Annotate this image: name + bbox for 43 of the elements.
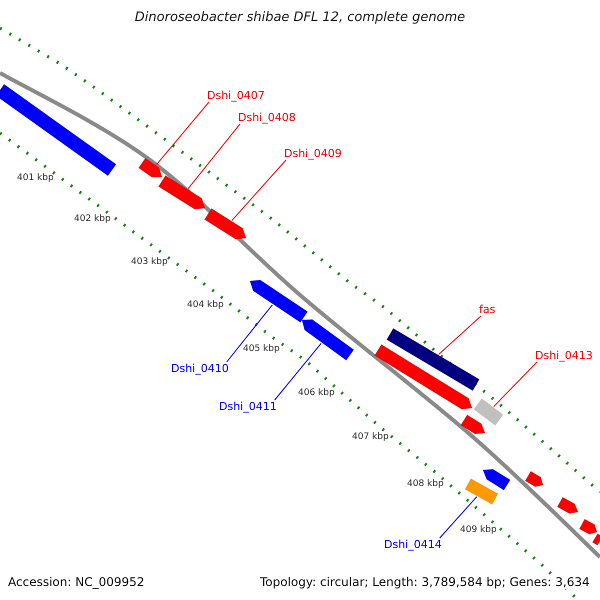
position-label: 408 kbp xyxy=(407,479,444,490)
gene-label: Dshi_0407 xyxy=(207,89,265,102)
gene-label: Dshi_0413 xyxy=(535,349,593,362)
position-label: 402 kbp xyxy=(74,214,111,225)
gene-feature xyxy=(464,478,498,504)
leader-line xyxy=(226,304,273,362)
gene-label: fas xyxy=(479,303,496,316)
leader-line xyxy=(188,124,240,190)
position-label: 403 kbp xyxy=(131,257,168,268)
gene-feature xyxy=(138,158,162,178)
gene-label: Dshi_0409 xyxy=(284,147,342,160)
gene-feature xyxy=(557,496,578,514)
leader-line xyxy=(232,160,286,221)
position-label: 409 kbp xyxy=(460,525,497,536)
position-label: 401 kbp xyxy=(17,173,54,184)
gene-feature xyxy=(386,328,480,391)
title: Dinoroseobacter shibae DFL 12, complete genome xyxy=(134,10,466,26)
genome-info-text: Topology: circular; Length: 3,789,584 bp; Genes: 3,634 xyxy=(260,575,590,589)
gene-label: Dshi_0410 xyxy=(171,362,229,375)
gene-feature xyxy=(579,518,598,534)
gene-feature xyxy=(250,280,308,323)
gene-feature xyxy=(592,533,600,546)
gene-label: Dshi_0411 xyxy=(219,400,277,413)
accession-text: Accession: NC_009952 xyxy=(8,575,144,589)
leader-line xyxy=(156,102,210,166)
gene-feature xyxy=(524,471,544,487)
gene-feature xyxy=(302,319,354,361)
gene-feature xyxy=(474,398,504,426)
leader-line xyxy=(493,362,538,408)
gene-label: Dshi_0408 xyxy=(238,111,296,124)
position-label: 405 kbp xyxy=(243,344,280,355)
gene-feature xyxy=(482,468,510,490)
leader-line xyxy=(438,316,482,355)
gene-feature xyxy=(374,344,472,410)
leader-line xyxy=(274,342,322,400)
position-label: 406 kbp xyxy=(298,388,335,399)
gene-label: Dshi_0414 xyxy=(384,538,442,551)
gene-feature xyxy=(460,414,486,434)
gene-feature xyxy=(204,208,246,240)
leader-line xyxy=(439,496,478,538)
position-label: 404 kbp xyxy=(187,300,224,311)
position-label: 407 kbp xyxy=(352,432,389,443)
gene-feature xyxy=(158,175,206,210)
